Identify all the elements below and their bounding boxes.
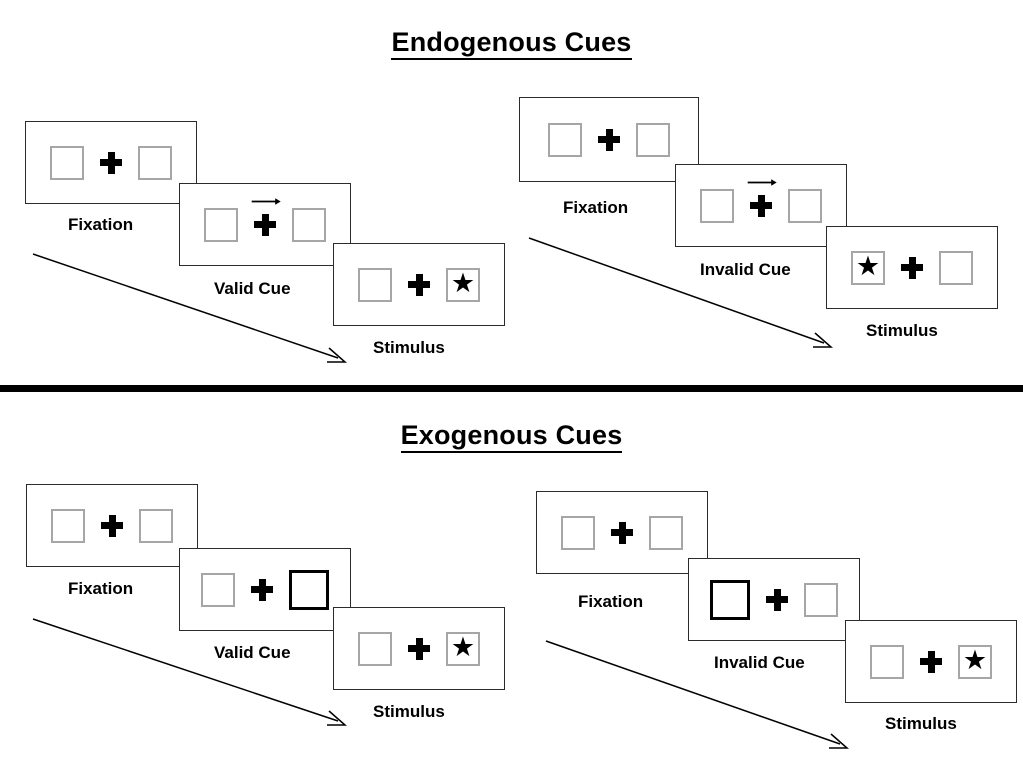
plus-icon — [101, 514, 123, 537]
center-column — [747, 178, 777, 217]
center-column — [918, 650, 944, 673]
star-icon: ★ — [855, 251, 881, 281]
stage-label-exogenous-invalid-cue: Invalid Cue — [714, 653, 805, 672]
plus-icon — [611, 521, 633, 544]
panel-endogenous-valid-stimulus: ★ — [333, 243, 505, 326]
stage-label-endogenous-invalid-fixation: Fixation — [563, 198, 629, 217]
center-column — [249, 578, 275, 601]
left-box — [700, 188, 734, 223]
left-box — [358, 631, 392, 666]
center-column — [899, 256, 925, 279]
arrow-right-icon — [747, 178, 777, 186]
stage-label-exogenous-invalid-fixation: Fixation — [578, 592, 644, 611]
section-title-endogenous: Endogenous Cues — [0, 27, 1023, 60]
right-box: ★ — [446, 267, 480, 302]
right-box — [939, 250, 973, 285]
left-box — [561, 515, 595, 550]
star-icon: ★ — [962, 645, 988, 675]
section-title-exogenous: Exogenous Cues — [0, 420, 1023, 453]
panel-endogenous-invalid-cue — [675, 164, 847, 247]
section-title-exogenous-text: Exogenous Cues — [400, 420, 623, 453]
plus-icon — [100, 151, 122, 174]
arrow-right-icon — [251, 197, 281, 205]
right-box — [804, 582, 838, 617]
left-box — [51, 508, 85, 543]
left-box-cued — [710, 579, 750, 620]
panel-endogenous-invalid-stimulus: ★ — [826, 226, 998, 309]
center-column — [596, 128, 622, 151]
panel-exogenous-valid-stimulus: ★ — [333, 607, 505, 690]
left-box — [870, 644, 904, 679]
left-box — [201, 572, 235, 607]
stage-label-endogenous-invalid-cue: Invalid Cue — [700, 260, 791, 279]
panel-exogenous-valid-cue — [179, 548, 351, 631]
plus-icon — [766, 588, 788, 611]
right-box: ★ — [446, 631, 480, 666]
center-column — [98, 151, 124, 174]
left-box: ★ — [851, 250, 885, 285]
plus-icon — [251, 578, 273, 601]
stage-label-exogenous-invalid-stimulus: Stimulus — [885, 714, 957, 733]
plus-icon — [408, 273, 430, 296]
stage-label-exogenous-valid-cue: Valid Cue — [214, 643, 291, 662]
right-box — [139, 508, 173, 543]
plus-icon — [598, 128, 620, 151]
stage-label-exogenous-valid-stimulus: Stimulus — [373, 702, 445, 721]
center-column — [406, 637, 432, 660]
stage-label-endogenous-valid-fixation: Fixation — [68, 215, 134, 234]
plus-icon — [750, 194, 772, 217]
right-box: ★ — [958, 644, 992, 679]
plus-icon — [254, 213, 276, 236]
right-box — [788, 188, 822, 223]
center-column — [99, 514, 125, 537]
left-box — [50, 145, 84, 180]
left-box — [204, 207, 238, 242]
plus-icon — [920, 650, 942, 673]
star-icon: ★ — [450, 268, 476, 298]
left-box — [358, 267, 392, 302]
right-box — [636, 122, 670, 157]
center-column — [764, 588, 790, 611]
section-divider — [0, 385, 1023, 392]
stage-label-endogenous-valid-stimulus: Stimulus — [373, 338, 445, 357]
right-box-cued — [289, 569, 329, 610]
center-column — [251, 197, 281, 236]
right-box — [292, 207, 326, 242]
star-icon: ★ — [450, 632, 476, 662]
panel-endogenous-invalid-fixation — [519, 97, 699, 182]
center-column — [406, 273, 432, 296]
stage-label-endogenous-invalid-stimulus: Stimulus — [866, 321, 938, 340]
panel-exogenous-valid-fixation — [26, 484, 198, 567]
right-box — [649, 515, 683, 550]
panel-exogenous-invalid-cue — [688, 558, 860, 641]
stage-label-endogenous-valid-cue: Valid Cue — [214, 279, 291, 298]
plus-icon — [901, 256, 923, 279]
panel-exogenous-invalid-stimulus: ★ — [845, 620, 1017, 703]
plus-icon — [408, 637, 430, 660]
panel-exogenous-invalid-fixation — [536, 491, 708, 574]
right-box — [138, 145, 172, 180]
stage-label-exogenous-valid-fixation: Fixation — [68, 579, 134, 598]
left-box — [548, 122, 582, 157]
panel-endogenous-valid-cue — [179, 183, 351, 266]
panel-endogenous-valid-fixation — [25, 121, 197, 204]
section-title-endogenous-text: Endogenous Cues — [391, 27, 632, 60]
center-column — [609, 521, 635, 544]
